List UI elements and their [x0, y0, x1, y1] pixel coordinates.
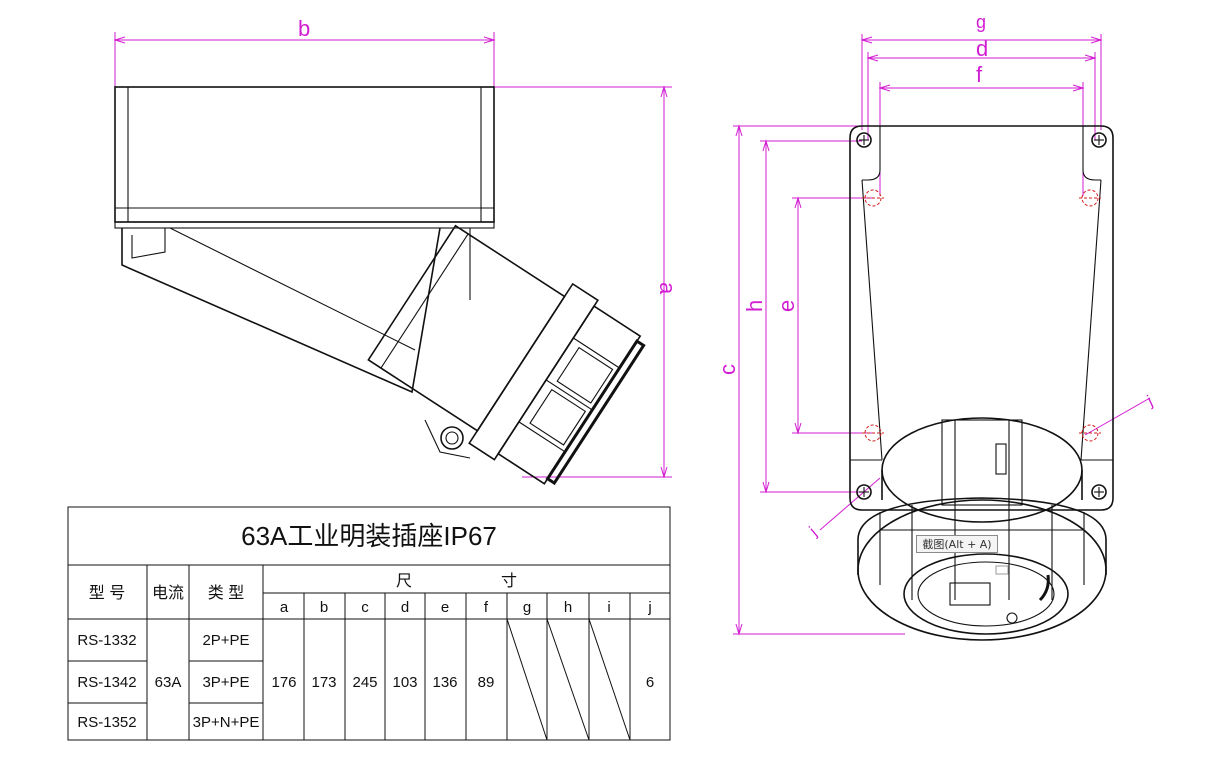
dimension-c: c: [715, 124, 905, 636]
screenshot-tooltip: 截图(Alt + A): [916, 535, 998, 553]
hinge-pin: [440, 426, 464, 450]
value-d: 103: [392, 674, 417, 691]
header-type: 类 型: [208, 584, 244, 602]
row3-model: RS-1352: [77, 714, 136, 731]
col-header-c: c: [361, 599, 369, 616]
col-header-i: i: [607, 599, 610, 616]
col-header-b: b: [320, 599, 328, 616]
value-f: 89: [478, 674, 495, 691]
row2-type: 3P+PE: [202, 674, 249, 691]
socket-housing: [367, 224, 646, 486]
col-header-f: f: [484, 599, 489, 616]
col-header-j: j: [647, 599, 651, 616]
dimension-j-label-bottom: j: [806, 524, 820, 540]
dimension-c-label: c: [715, 364, 740, 375]
row3-type: 3P+N+PE: [193, 714, 260, 731]
col-header-a: a: [280, 599, 289, 616]
wedge-body: [121, 227, 441, 394]
dimension-f-label: f: [976, 62, 983, 87]
row1-type: 2P+PE: [202, 632, 249, 649]
value-c: 245: [352, 674, 377, 691]
row2-model: RS-1342: [77, 674, 136, 691]
value-a: 176: [271, 674, 296, 691]
dimension-f: f: [878, 62, 1085, 196]
dimension-b: b: [113, 16, 496, 88]
header-model: 型 号: [89, 584, 125, 602]
dimension-e: e: [774, 196, 872, 435]
side-view: b a: [113, 16, 680, 486]
current-value: 63A: [155, 674, 182, 691]
dimension-j: j j: [806, 393, 1155, 540]
dimension-h-label: h: [742, 300, 767, 312]
col-header-d: d: [401, 599, 409, 616]
value-b: 173: [311, 674, 336, 691]
mounting-box: [114, 86, 495, 223]
dimension-a-label: a: [655, 282, 680, 295]
mounting-holes: [862, 189, 1101, 442]
row1-model: RS-1332: [77, 632, 136, 649]
dimension-e-label: e: [774, 300, 799, 312]
dimension-h: h: [742, 139, 862, 494]
corner-screws: [856, 132, 1107, 500]
spec-table: 63A工业明装插座IP67 型 号 电流 类 型 尺 寸 a b c d e f…: [67, 506, 671, 741]
table-title: 63A工业明装插座IP67: [241, 521, 497, 551]
header-size-left: 尺: [396, 573, 412, 590]
header-current: 电流: [152, 584, 184, 602]
value-e: 136: [432, 674, 457, 691]
back-plate: [849, 125, 1114, 511]
value-j: 6: [646, 674, 654, 691]
dimension-d-label: d: [976, 36, 988, 61]
dimension-j-label-top: j: [1144, 393, 1155, 410]
col-header-g: g: [523, 599, 531, 616]
dimension-b-label: b: [298, 16, 310, 41]
dimension-g-label: g: [976, 12, 986, 32]
socket-front: [857, 417, 1107, 641]
dimension-g: g: [860, 12, 1103, 130]
header-size-right: 寸: [501, 572, 517, 590]
col-header-e: e: [441, 599, 449, 616]
col-header-h: h: [564, 599, 572, 616]
